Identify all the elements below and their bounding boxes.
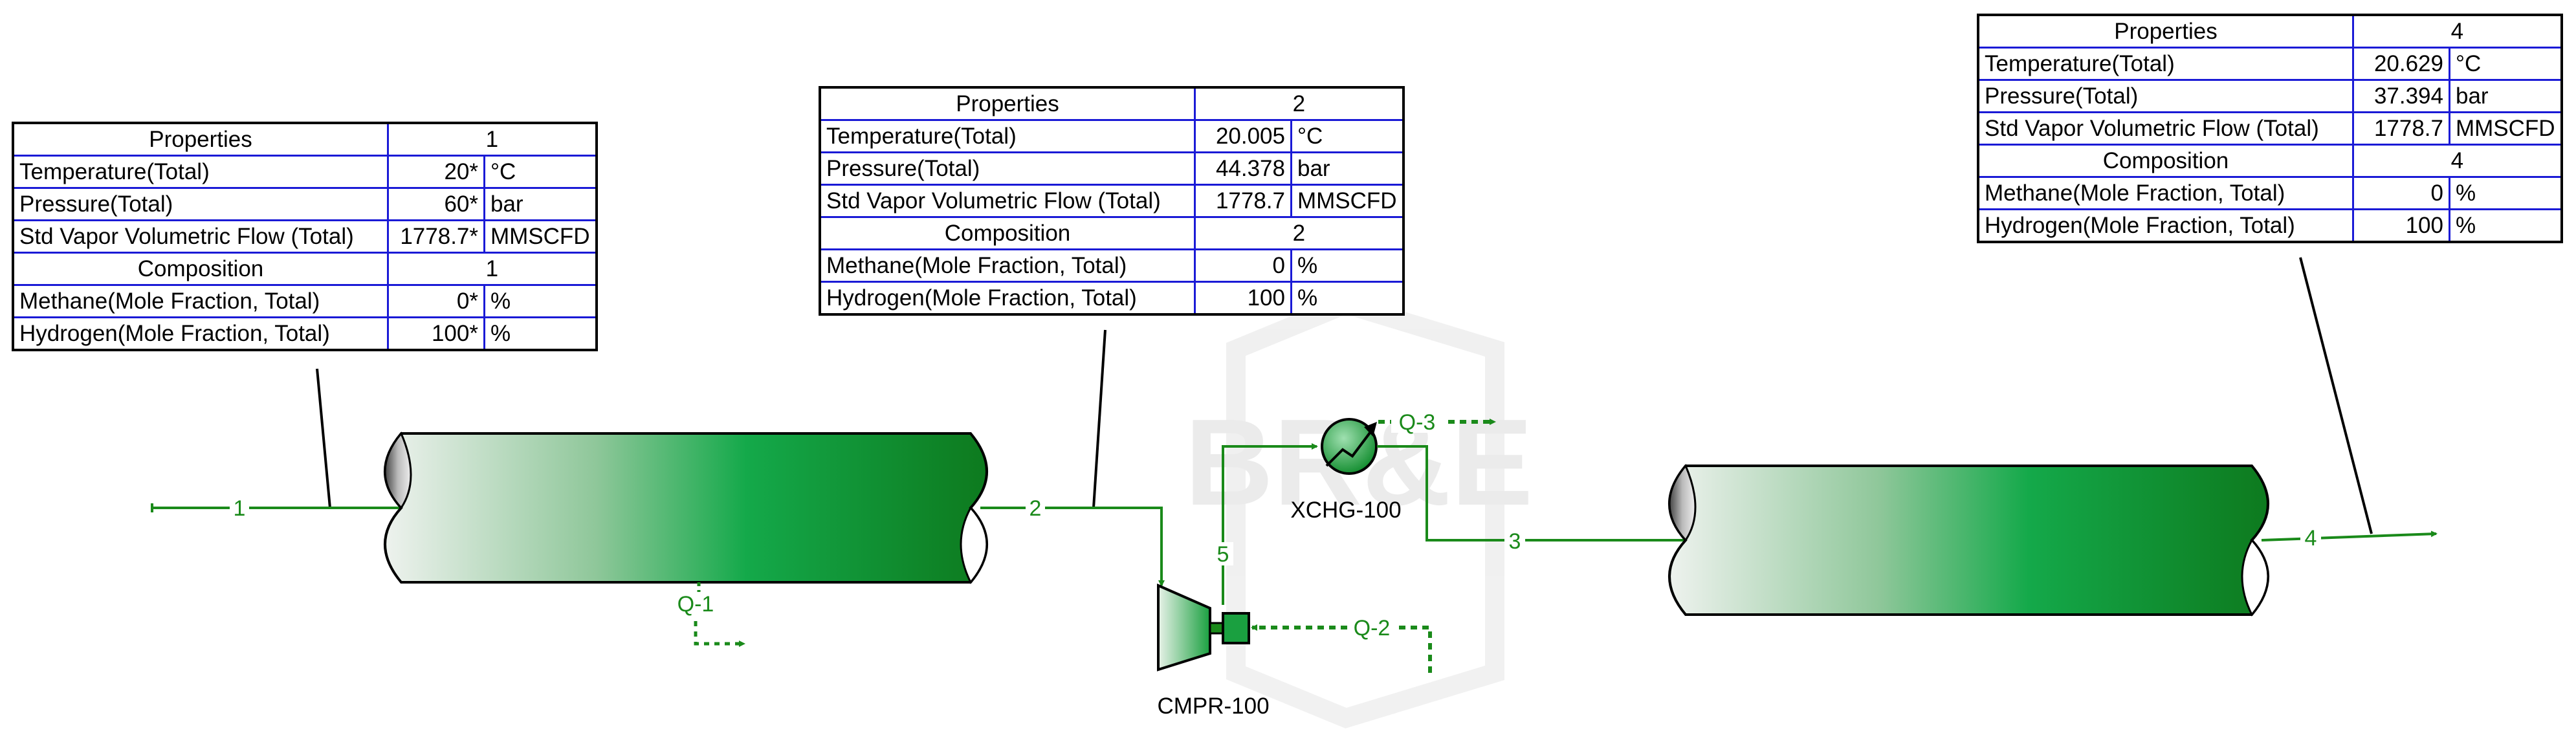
stream-5[interactable]: 5 xyxy=(1213,443,1318,605)
comp-name: Hydrogen(Mole Fraction, Total) xyxy=(819,281,1196,316)
prop-unit: MMSCFD xyxy=(483,219,598,254)
property-table-1: Properties 1 Temperature(Total) 20* °C P… xyxy=(12,122,598,351)
compressor-label: CMPR-100 xyxy=(1157,694,1269,719)
table-header-id: 1 xyxy=(386,122,598,157)
prop-value: 1778.7 xyxy=(1194,184,1292,218)
compressor[interactable]: CMPR-100 xyxy=(1157,583,1270,719)
prop-name: Pressure(Total) xyxy=(819,151,1196,186)
prop-unit: °C xyxy=(1290,119,1405,153)
comp-name: Hydrogen(Mole Fraction, Total) xyxy=(12,316,389,351)
prop-unit: MMSCFD xyxy=(2448,111,2563,146)
comp-unit: % xyxy=(483,284,598,318)
stream-4[interactable]: 4 xyxy=(2261,526,2438,551)
comp-unit: % xyxy=(2448,208,2563,243)
stream-4-label: 4 xyxy=(2305,526,2317,551)
q2-label: Q-2 xyxy=(1354,616,1391,640)
comp-unit: % xyxy=(1290,248,1405,283)
prop-name: Temperature(Total) xyxy=(12,155,389,189)
comp-unit: % xyxy=(1290,281,1405,316)
q1-label: Q-1 xyxy=(677,592,714,617)
heat-exchanger[interactable]: XCHG-100 xyxy=(1290,418,1402,523)
prop-unit: °C xyxy=(483,155,598,189)
energy-stream-q3[interactable]: Q-3 xyxy=(1378,410,1496,435)
prop-value: 1778.7 xyxy=(2352,111,2450,146)
stream-1-label: 1 xyxy=(234,496,246,521)
table-4-leader xyxy=(2299,257,2373,534)
table-header-id: 2 xyxy=(1193,86,1405,121)
prop-name: Std Vapor Volumetric Flow (Total) xyxy=(1977,111,2354,146)
prop-unit: bar xyxy=(2448,79,2563,113)
table-1-leader xyxy=(316,368,331,509)
prop-unit: °C xyxy=(2448,47,2563,81)
table-header-id: 4 xyxy=(2351,14,2563,49)
stream-2[interactable]: 2 xyxy=(980,496,1165,587)
composition-header-label: Composition xyxy=(1977,144,2354,178)
prop-name: Pressure(Total) xyxy=(1977,79,2354,113)
prop-value: 1778.7* xyxy=(387,219,485,254)
table-2-leader xyxy=(1092,329,1106,509)
energy-stream-q2[interactable]: Q-2 xyxy=(1251,616,1432,673)
table-header-label: Properties xyxy=(1977,14,2354,49)
stream-1[interactable]: 1 xyxy=(151,496,415,521)
prop-value: 44.378 xyxy=(1194,151,1292,186)
comp-name: Methane(Mole Fraction, Total) xyxy=(1977,176,2354,210)
prop-value: 20* xyxy=(387,155,485,189)
q3-label: Q-3 xyxy=(1399,410,1436,435)
prop-value: 20.629 xyxy=(2352,47,2450,81)
comp-name: Hydrogen(Mole Fraction, Total) xyxy=(1977,208,2354,243)
composition-header-id: 4 xyxy=(2351,144,2563,178)
pipe-segment-1[interactable] xyxy=(384,432,988,584)
property-table-4: Properties 4 Temperature(Total) 20.629 °… xyxy=(1977,14,2563,243)
prop-unit: bar xyxy=(1290,151,1405,186)
comp-value: 100* xyxy=(387,316,485,351)
comp-unit: % xyxy=(2448,176,2563,210)
comp-value: 0* xyxy=(387,284,485,318)
comp-name: Methane(Mole Fraction, Total) xyxy=(12,284,389,318)
comp-unit: % xyxy=(483,316,598,351)
comp-value: 100 xyxy=(2352,208,2450,243)
prop-value: 60* xyxy=(387,187,485,221)
prop-unit: bar xyxy=(483,187,598,221)
stream-5-label: 5 xyxy=(1217,542,1229,567)
prop-name: Std Vapor Volumetric Flow (Total) xyxy=(12,219,389,254)
prop-name: Temperature(Total) xyxy=(1977,47,2354,81)
comp-value: 100 xyxy=(1194,281,1292,316)
comp-value: 0 xyxy=(2352,176,2450,210)
composition-header-label: Composition xyxy=(12,252,389,286)
stream-2-label: 2 xyxy=(1029,496,1042,521)
property-table-2: Properties 2 Temperature(Total) 20.005 °… xyxy=(819,86,1405,316)
comp-name: Methane(Mole Fraction, Total) xyxy=(819,248,1196,283)
stream-3[interactable]: 3 xyxy=(1377,445,1700,554)
prop-name: Std Vapor Volumetric Flow (Total) xyxy=(819,184,1196,218)
pipe-segment-2[interactable] xyxy=(1668,464,2269,617)
table-header-label: Properties xyxy=(819,86,1196,121)
prop-name: Temperature(Total) xyxy=(819,119,1196,153)
composition-header-label: Composition xyxy=(819,216,1196,250)
composition-header-id: 2 xyxy=(1193,216,1405,250)
comp-value: 0 xyxy=(1194,248,1292,283)
prop-value: 37.394 xyxy=(2352,79,2450,113)
prop-unit: MMSCFD xyxy=(1290,184,1405,218)
energy-stream-q1[interactable]: Q-1 xyxy=(677,582,745,647)
exchanger-label: XCHG-100 xyxy=(1290,498,1401,523)
prop-value: 20.005 xyxy=(1194,119,1292,153)
stream-3-label: 3 xyxy=(1509,529,1521,554)
table-header-label: Properties xyxy=(12,122,389,157)
prop-name: Pressure(Total) xyxy=(12,187,389,221)
composition-header-id: 1 xyxy=(386,252,598,286)
